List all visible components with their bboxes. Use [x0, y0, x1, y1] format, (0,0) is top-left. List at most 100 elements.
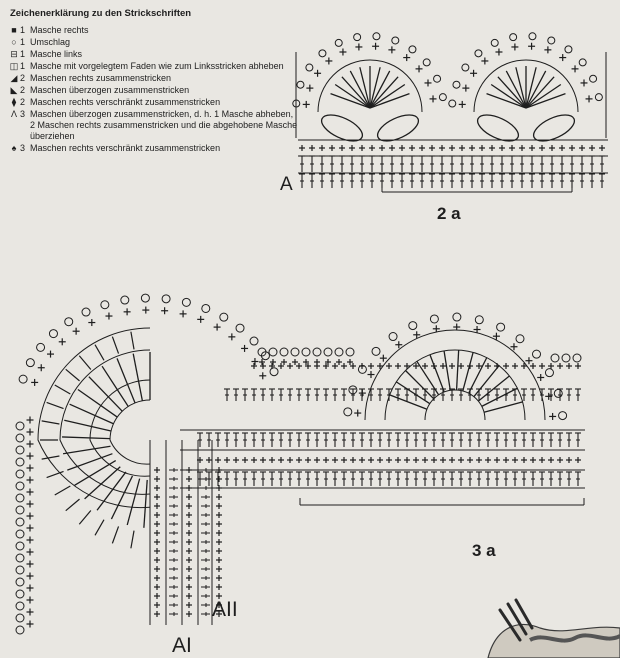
fan-ray	[505, 70, 527, 109]
chain-loop	[515, 334, 525, 344]
chain-loop	[532, 349, 542, 359]
legend-count: 1	[20, 25, 26, 35]
fan-ray	[41, 455, 60, 460]
chain-loop	[343, 407, 353, 417]
legend-text: Maschen rechts verschränkt zusammenstric…	[30, 143, 221, 153]
chain-loop	[388, 332, 398, 342]
fan-ray	[490, 83, 527, 109]
chart-2a-marker: A	[280, 174, 293, 195]
chart-3a: 3 a AI AII	[15, 293, 585, 657]
chain-loop	[357, 364, 367, 374]
legend-text: Maschen überzogen zusammenstricken, d. h…	[30, 109, 298, 141]
legend-text: Masche rechts	[30, 25, 89, 35]
chain-loop	[345, 347, 355, 357]
fan-ray	[69, 403, 114, 425]
chain-loop	[490, 38, 499, 47]
chain-loop	[219, 312, 229, 322]
chart-3a-rows	[149, 363, 585, 625]
chain-loop	[372, 32, 381, 41]
fan-ray	[130, 331, 135, 350]
chart-2a-fans	[295, 52, 607, 142]
chain-loop	[15, 433, 25, 443]
fan-ray	[67, 453, 113, 471]
chain-loop	[371, 346, 381, 356]
fan-ray	[481, 387, 518, 407]
fan-arc	[317, 59, 423, 113]
chain-loop	[547, 36, 556, 45]
chart-3a-picot-edge	[15, 293, 582, 635]
chain-loop	[15, 529, 25, 539]
chain-loop	[15, 541, 25, 551]
chain-loop	[161, 294, 171, 304]
chain-loop	[433, 74, 442, 83]
fan-arc	[37, 327, 151, 509]
circle-icon: ○	[11, 37, 17, 47]
chain-loop	[140, 293, 150, 303]
lambda-icon: Λ	[10, 109, 17, 119]
chain-loop	[15, 565, 25, 575]
legend-count: 2	[20, 85, 26, 95]
fan-ray	[334, 83, 371, 109]
chain-loop	[15, 589, 25, 599]
chain-loop	[558, 411, 568, 421]
bobble-stitch	[476, 114, 520, 142]
fan-ray	[462, 352, 474, 392]
legend-count: 1	[20, 61, 26, 71]
chain-loop	[15, 445, 25, 455]
bobble-stitch	[532, 114, 576, 142]
bobble-stitch	[376, 114, 420, 142]
chain-loop	[452, 80, 461, 89]
chain-loop	[201, 303, 211, 313]
fan-ray	[65, 498, 80, 512]
chain-loop	[391, 36, 400, 45]
fan-ray	[54, 485, 71, 496]
chain-loop	[496, 322, 506, 332]
fan-ray	[525, 67, 537, 109]
fan-ray	[143, 479, 148, 528]
chain-loop	[553, 388, 563, 398]
legend-count: 1	[20, 49, 26, 59]
chain-loop	[36, 342, 46, 352]
chart-2a-picot-edge	[292, 32, 603, 108]
chain-loop	[422, 58, 431, 67]
chart-3a-label: 3 a	[472, 541, 496, 560]
chain-loop	[100, 300, 110, 310]
legend-text: Maschen rechts zusammenstricken	[30, 73, 172, 83]
fan-ray	[84, 466, 121, 500]
fan-ray	[126, 478, 141, 526]
fan-ray	[62, 436, 111, 440]
fan-ray	[486, 93, 527, 109]
fan-ray	[88, 376, 123, 412]
chain-loop	[408, 321, 418, 331]
chain-loop	[572, 353, 582, 363]
fan-arc	[109, 399, 151, 465]
chain-loop	[528, 32, 537, 41]
chain-loop	[301, 347, 311, 357]
fan-ray	[64, 419, 112, 432]
chain-loop	[120, 295, 130, 305]
fan-ray	[130, 530, 135, 549]
chain-loop	[292, 99, 301, 108]
chain-loop	[269, 367, 279, 377]
chain-loop	[15, 493, 25, 503]
chain-loop	[15, 505, 25, 515]
chain-loop	[15, 469, 25, 479]
chain-loop	[305, 63, 314, 72]
fan-ray	[349, 70, 371, 109]
chain-loop	[235, 323, 245, 333]
chain-loop	[474, 49, 483, 58]
fan-ray	[369, 67, 381, 109]
chain-loop	[18, 374, 28, 384]
fan-ray	[416, 360, 440, 396]
fan-ray	[77, 388, 118, 418]
chain-loop	[348, 385, 358, 395]
legend-text: Masche mit vorgelegtem Faden wie zum Lin…	[30, 61, 284, 71]
fan-ray	[443, 350, 451, 391]
fan-ray	[429, 354, 445, 393]
legend-count: 2	[20, 97, 26, 107]
